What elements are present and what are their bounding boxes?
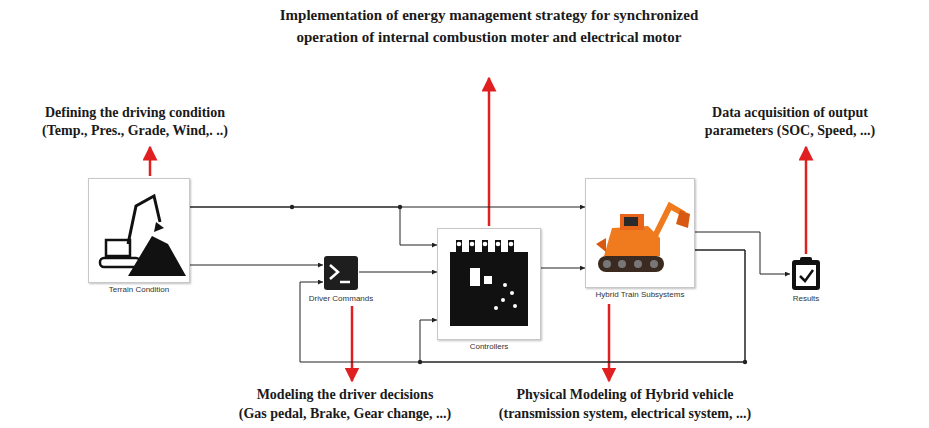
block-caption: Results (793, 294, 820, 303)
vehicle-block: Hybrid Train Subsystems (585, 178, 695, 288)
signal-line (190, 207, 437, 245)
signal-line (190, 265, 323, 266)
annotation-text: (Gas pedal, Brake, Gear change, ...) (239, 405, 451, 423)
signal-line (695, 232, 790, 274)
annotation-text: Physical Modeling of Hybrid vehicle (517, 386, 734, 404)
signal-line (300, 250, 745, 362)
terminal-icon (324, 256, 358, 290)
bulldozer-icon (586, 179, 694, 287)
annotation-text: Defining the driving condition (45, 104, 225, 122)
annotation-text: Data acquisition of output (712, 104, 868, 122)
driver-block: Driver Commands (323, 255, 359, 291)
controller-block: Controllers (437, 228, 541, 340)
junction-dots (290, 205, 747, 364)
annotation-text: parameters (SOC, Speed, ...) (705, 122, 875, 140)
annotation-text: Modeling the driver decisions (257, 386, 434, 404)
signal-line (541, 268, 585, 269)
annotation-text: (Temp., Pres., Grade, Wind,. ..) (42, 122, 228, 140)
block-caption: Terrain Condition (109, 285, 169, 294)
terrain-block: Terrain Condition (88, 178, 190, 283)
excavator-icon (89, 179, 189, 282)
signal-line (420, 250, 745, 362)
annotation-text: Implementation of energy management stra… (269, 4, 709, 48)
chip-icon (438, 229, 540, 339)
results-block: Results (790, 257, 822, 291)
signal-line (359, 272, 437, 273)
annotation-text: (transmission system, electrical system,… (499, 405, 751, 423)
clipboard-icon (792, 257, 820, 290)
block-caption: Hybrid Train Subsystems (596, 290, 685, 299)
block-caption: Driver Commands (309, 294, 373, 303)
block-caption: Controllers (470, 342, 509, 351)
